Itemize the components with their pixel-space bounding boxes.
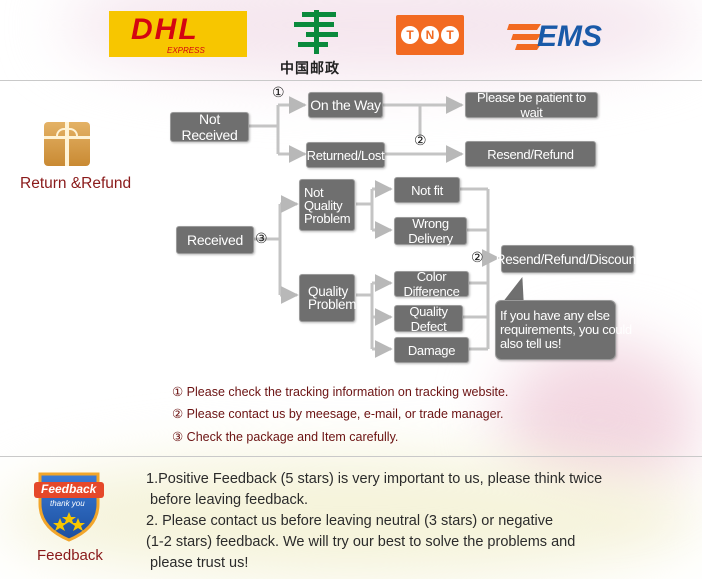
feedback-badge-sub: thank you	[50, 499, 85, 508]
on-the-way-box: On the Way	[308, 92, 383, 118]
china-post-logo: 中国邮政	[276, 6, 358, 76]
tnt-logo-inner: T N T	[401, 26, 459, 44]
received-box: Received	[176, 226, 254, 254]
feedback-badge-icon: Feedback thank you	[34, 468, 104, 542]
quality-problem-box: Quality Problem	[299, 274, 356, 322]
quality-defect-box: Quality Defect	[394, 304, 463, 334]
feedback-label: Feedback	[37, 547, 103, 564]
background-glow-bottom	[0, 455, 702, 579]
ems-logo-text: EMS	[537, 20, 603, 53]
resend-refund-box: Resend/Refund	[465, 141, 596, 167]
returned-lost-box: Returned/Lost	[306, 142, 385, 168]
return-refund-label: Return &Refund	[20, 175, 132, 192]
else-requirements-bubble: If you have any else requirements, you c…	[495, 300, 632, 360]
not-received-box: Not Received	[170, 111, 249, 143]
step-3-marker: ③	[255, 230, 268, 246]
tnt-logo: T N T	[396, 15, 464, 55]
feedback-badge-text: Feedback	[41, 482, 97, 496]
step-2-marker-b: ②	[471, 249, 484, 265]
step-1-marker: ①	[272, 84, 285, 100]
ems-wing-icon	[507, 24, 541, 50]
note-2: ② Please contact us by meesage, e-mail, …	[172, 407, 504, 421]
not-fit-box: Not fit	[394, 177, 460, 203]
damage-box: Damage	[394, 337, 469, 363]
feedback-line-1: 1.Positive Feedback (5 stars) is very im…	[146, 471, 603, 487]
dhl-logo-text: DHL	[131, 13, 199, 46]
step-2-marker-a: ②	[414, 132, 427, 148]
ems-logo: EMS	[507, 18, 607, 58]
wrong-delivery-box: Wrong Delivery	[394, 216, 467, 246]
feedback-line-3: 2. Please contact us before leaving neut…	[146, 513, 554, 529]
not-quality-problem-box: Not Quality Problem	[299, 179, 355, 231]
feedback-line-5: please trust us!	[146, 555, 249, 571]
dhl-logo-sub: EXPRESS	[167, 46, 205, 55]
be-patient-box: Please be patient to wait	[465, 90, 598, 120]
note-3: ③ Check the package and Item carefully.	[172, 430, 399, 444]
gift-box-icon	[44, 122, 90, 166]
china-post-emblem-icon	[294, 10, 338, 54]
note-1: ① Please check the tracking information …	[172, 385, 509, 399]
china-post-text: 中国邮政	[280, 60, 340, 76]
divider-top	[0, 80, 702, 81]
feedback-line-2: before leaving feedback.	[146, 492, 309, 508]
color-difference-box: Color Difference	[394, 269, 469, 299]
divider-bottom	[0, 456, 702, 457]
dhl-logo: DHL EXPRESS	[109, 11, 247, 57]
resend-refund-discount-box: Resend/Refund/Discount	[496, 245, 640, 273]
feedback-line-4: (1-2 stars) feedback. We will try our be…	[146, 534, 576, 550]
